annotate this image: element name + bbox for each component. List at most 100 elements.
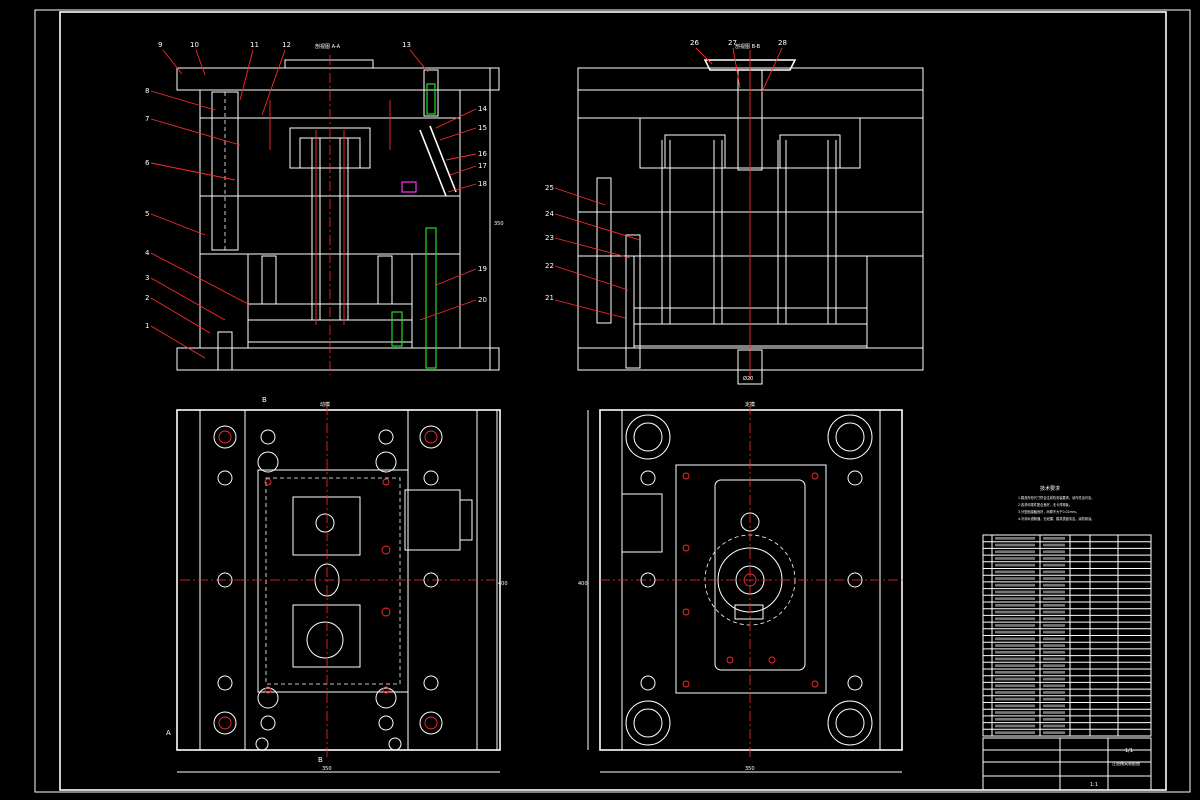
parts-list-entry (1043, 543, 1065, 547)
parts-list-entry (995, 637, 1035, 641)
parts-list-entry (995, 604, 1035, 607)
balloon-3: 3 (145, 274, 149, 282)
parts-list-entry (995, 731, 1035, 734)
parts-list-entry (995, 543, 1035, 547)
balloon-10: 10 (190, 41, 199, 49)
balloon-20: 20 (478, 296, 487, 304)
tech-heading: 技术要求 (1040, 485, 1060, 492)
parts-list-entry (1043, 604, 1065, 607)
outer-border (34, 9, 1191, 793)
parts-list-entry (1043, 617, 1065, 621)
balloon-12: 12 (282, 41, 291, 49)
balloon-15: 15 (478, 124, 487, 132)
parts-list-entry (995, 597, 1035, 600)
balloon-6: 6 (145, 159, 150, 167)
balloon-18: 18 (478, 180, 487, 188)
sheet-number: 1/1 (1125, 748, 1133, 754)
parts-list-entry (995, 644, 1035, 647)
parts-list-entry (1043, 577, 1065, 580)
parts-list-entry (1043, 691, 1065, 694)
balloon-19: 19 (478, 265, 487, 273)
parts-list-entry (995, 684, 1035, 688)
parts-list-entry (1043, 711, 1065, 714)
parts-list-entry (1043, 537, 1065, 540)
parts-list-entry (995, 550, 1035, 554)
moving-half-title: 动模 (320, 401, 330, 408)
parts-list-entry (1043, 684, 1065, 688)
parts-list-entry (1043, 557, 1065, 560)
balloon-5: 5 (145, 210, 149, 218)
scale: 1:1 (1090, 782, 1098, 788)
balloon-2: 2 (145, 294, 149, 302)
plan-fixed-half: 定模 350 400 (578, 401, 905, 773)
parts-list-entry (1043, 637, 1065, 641)
parts-list-entry (995, 657, 1035, 661)
balloon-28: 28 (778, 39, 787, 47)
guide-holes-right (625, 414, 873, 746)
parts-list-entry (995, 563, 1035, 567)
guide-holes-left (213, 425, 443, 751)
parts-list-entry (995, 717, 1035, 721)
section-a-a: 剖视图 A-A (176, 43, 504, 375)
parts-list-entry (1043, 610, 1065, 614)
parts-list-entry (995, 704, 1035, 708)
parts-list-entry (1043, 597, 1065, 600)
svg-text:4.冷却水道畅通，无泄漏，模具表面清洁，涂防锈油。: 4.冷却水道畅通，无泄漏，模具表面清洁，涂防锈油。 (1018, 516, 1094, 521)
parts-list-entry (1043, 550, 1065, 554)
parts-list-entry (1043, 590, 1065, 594)
svg-text:2.各滑动零件配合良好，无卡滞现象。: 2.各滑动零件配合良好，无卡滞现象。 (1018, 502, 1072, 507)
balloon-24: 24 (545, 210, 554, 218)
balloon-14: 14 (478, 105, 487, 113)
title-block: 注塑模具装配图 1/1 1:1 (982, 737, 1152, 791)
svg-text:3.分型面接触良好，间隙不大于0.02mm。: 3.分型面接触良好，间隙不大于0.02mm。 (1018, 509, 1079, 514)
parts-list-entry (995, 630, 1035, 634)
parts-list-entry (1043, 624, 1065, 627)
parts-list-entry (995, 570, 1035, 574)
parts-list-entry (995, 711, 1035, 714)
inner-border (59, 11, 1167, 791)
section-b-title: 剖视图 B-B (735, 43, 761, 50)
balloons-left-group: 1 2 3 4 5 6 7 8 9 10 11 12 13 14 15 16 1… (145, 41, 487, 359)
parts-list-entry (995, 650, 1035, 654)
parts-list-entry (1043, 644, 1065, 647)
parts-list-entry (1043, 583, 1065, 587)
parts-list-entry (1043, 650, 1065, 654)
parts-list-entry (995, 557, 1035, 560)
parts-list (982, 534, 1152, 737)
parts-list-entry (995, 577, 1035, 580)
parts-list-entry (995, 677, 1035, 681)
balloon-22: 22 (545, 262, 554, 270)
parts-list-entry (1043, 724, 1065, 728)
parts-list-entry (995, 724, 1035, 728)
drawing-title: 注塑模具装配图 (1112, 760, 1140, 766)
parts-list-entry (1043, 704, 1065, 708)
tech-requirements: 技术要求 1.模具外形尺寸符合注射机安装要求，动作灵活可靠。 2.各滑动零件配合… (1018, 485, 1094, 521)
parts-list-entry (1043, 630, 1065, 634)
parts-list-entry (995, 624, 1035, 627)
balloon-1: 1 (145, 322, 149, 330)
svg-text:400: 400 (578, 581, 588, 587)
svg-text:Ø20: Ø20 (743, 375, 753, 382)
svg-text:B: B (262, 396, 267, 404)
balloon-23: 23 (545, 234, 554, 242)
parts-list-entry (995, 671, 1035, 674)
parts-list-entry (1043, 570, 1065, 574)
balloon-8: 8 (145, 87, 149, 95)
balloon-25: 25 (545, 184, 554, 192)
balloon-17: 17 (478, 162, 487, 170)
svg-text:350: 350 (494, 221, 504, 227)
parts-list-entry (995, 664, 1035, 667)
parts-list-entry (1043, 677, 1065, 681)
svg-text:B: B (318, 756, 323, 764)
svg-text:350: 350 (322, 766, 332, 772)
svg-text:1.模具外形尺寸符合注射机安装要求，动作灵活可靠。: 1.模具外形尺寸符合注射机安装要求，动作灵活可靠。 (1018, 495, 1094, 500)
parts-list-entry (995, 691, 1035, 694)
section-a-title: 剖视图 A-A (315, 43, 341, 50)
parts-list-entry (995, 583, 1035, 587)
parts-list-entry (1043, 697, 1065, 701)
svg-text:350: 350 (745, 766, 755, 772)
parts-list-entry (1043, 671, 1065, 674)
parts-list-entry (995, 610, 1035, 614)
balloons-right-group: 21 22 23 24 25 26 27 28 (545, 39, 787, 319)
